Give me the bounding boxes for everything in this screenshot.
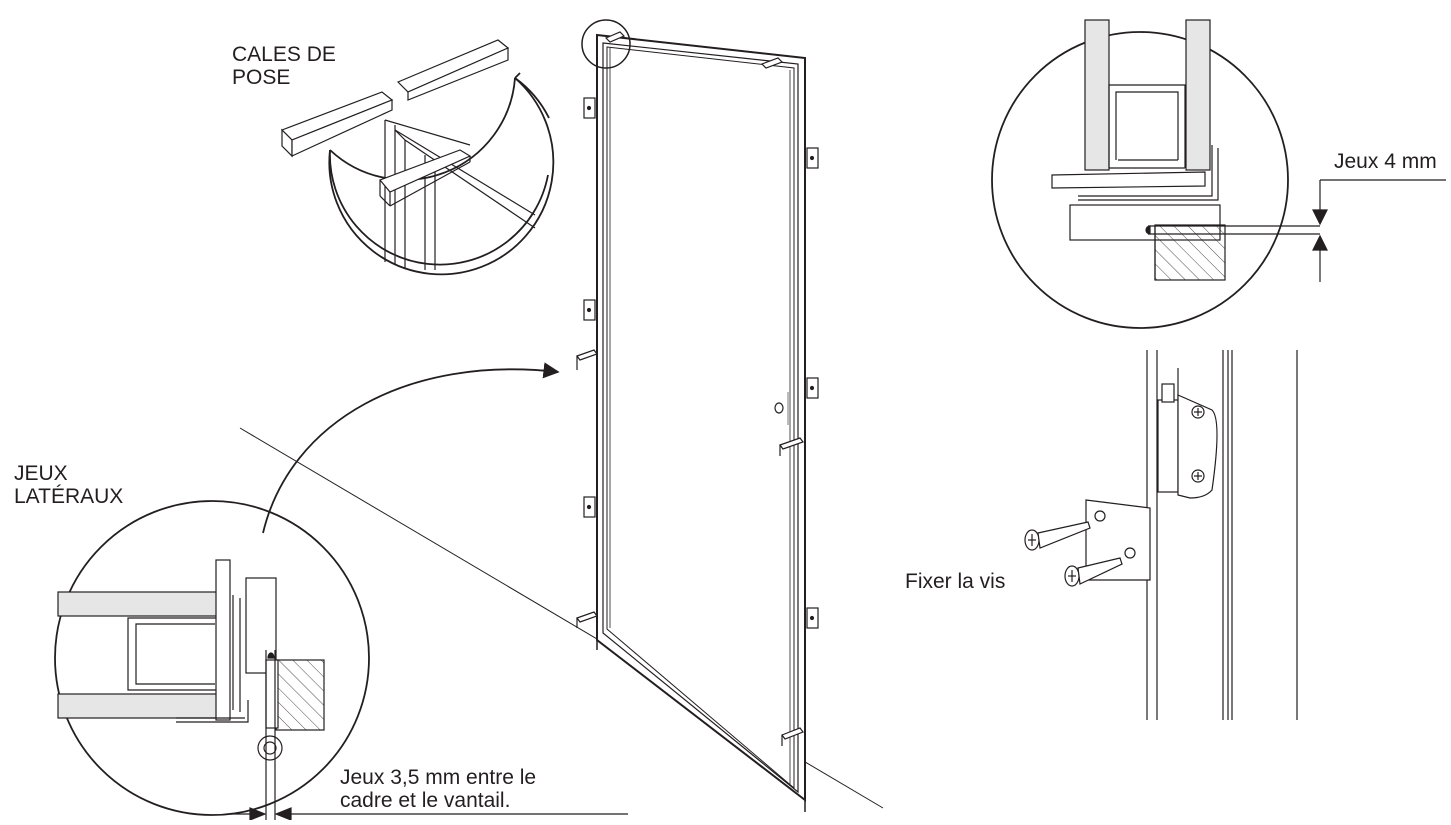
screw-icons: [1024, 521, 1123, 587]
label-jeux-4mm: Jeux 4 mm: [1334, 150, 1437, 173]
detail-top-circle: [991, 31, 1289, 329]
label-jeux-35-line2: cadre et le vantail.: [340, 789, 511, 812]
label-cales-line1: CALES DE: [232, 43, 336, 66]
top-gap-dimension: [1312, 179, 1446, 282]
detail-wedges-circle: [328, 77, 555, 276]
frame-wedges: [576, 31, 804, 746]
top-corner-highlight: [581, 19, 631, 69]
label-fixer-la-vis: Fixer la vis: [905, 570, 1006, 593]
frame-hinges: [583, 97, 819, 629]
hinge-body: [1085, 383, 1218, 581]
label-jeux-35-line1: Jeux 3,5 mm entre le: [340, 766, 537, 789]
detail-lateral-circle: [54, 500, 370, 816]
detail-lateral-content: [57, 559, 325, 820]
label-jeux-lat-line1: JEUX: [14, 462, 68, 485]
door-lock: [774, 392, 789, 425]
door-frame: [596, 33, 806, 812]
label-jeux-lat-line2: LATÉRAUX: [14, 485, 124, 508]
detail-top-content: [1051, 19, 1320, 281]
label-cales-de-pose: CALES DE POSE: [232, 43, 336, 89]
detail-wedges-content: [280, 39, 536, 270]
detail-lateral-arrow: [262, 362, 560, 534]
label-cales-line2: POSE: [232, 66, 291, 89]
label-jeux-lateraux: JEUX LATÉRAUX: [14, 462, 123, 508]
lateral-gap-dimension: [230, 807, 628, 821]
label-jeux-3-5mm: Jeux 3,5 mm entre le cadre et le vantail…: [340, 766, 536, 812]
